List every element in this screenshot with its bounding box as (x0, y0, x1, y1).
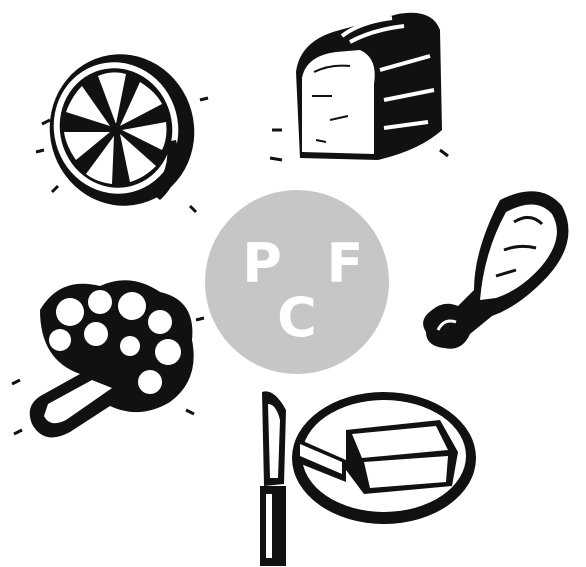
badge-letter-f: F (327, 232, 364, 295)
orange-slice-icon (33, 38, 211, 222)
chicken-drumstick-icon (423, 191, 568, 348)
badge-letter-p: P (242, 232, 282, 295)
broccoli-icon (12, 280, 204, 437)
badge-letter-c: C (277, 286, 317, 349)
pcf-badge: P F C (205, 190, 389, 374)
bread-loaf-icon (270, 13, 448, 160)
butter-and-knife-icon (260, 391, 476, 566)
